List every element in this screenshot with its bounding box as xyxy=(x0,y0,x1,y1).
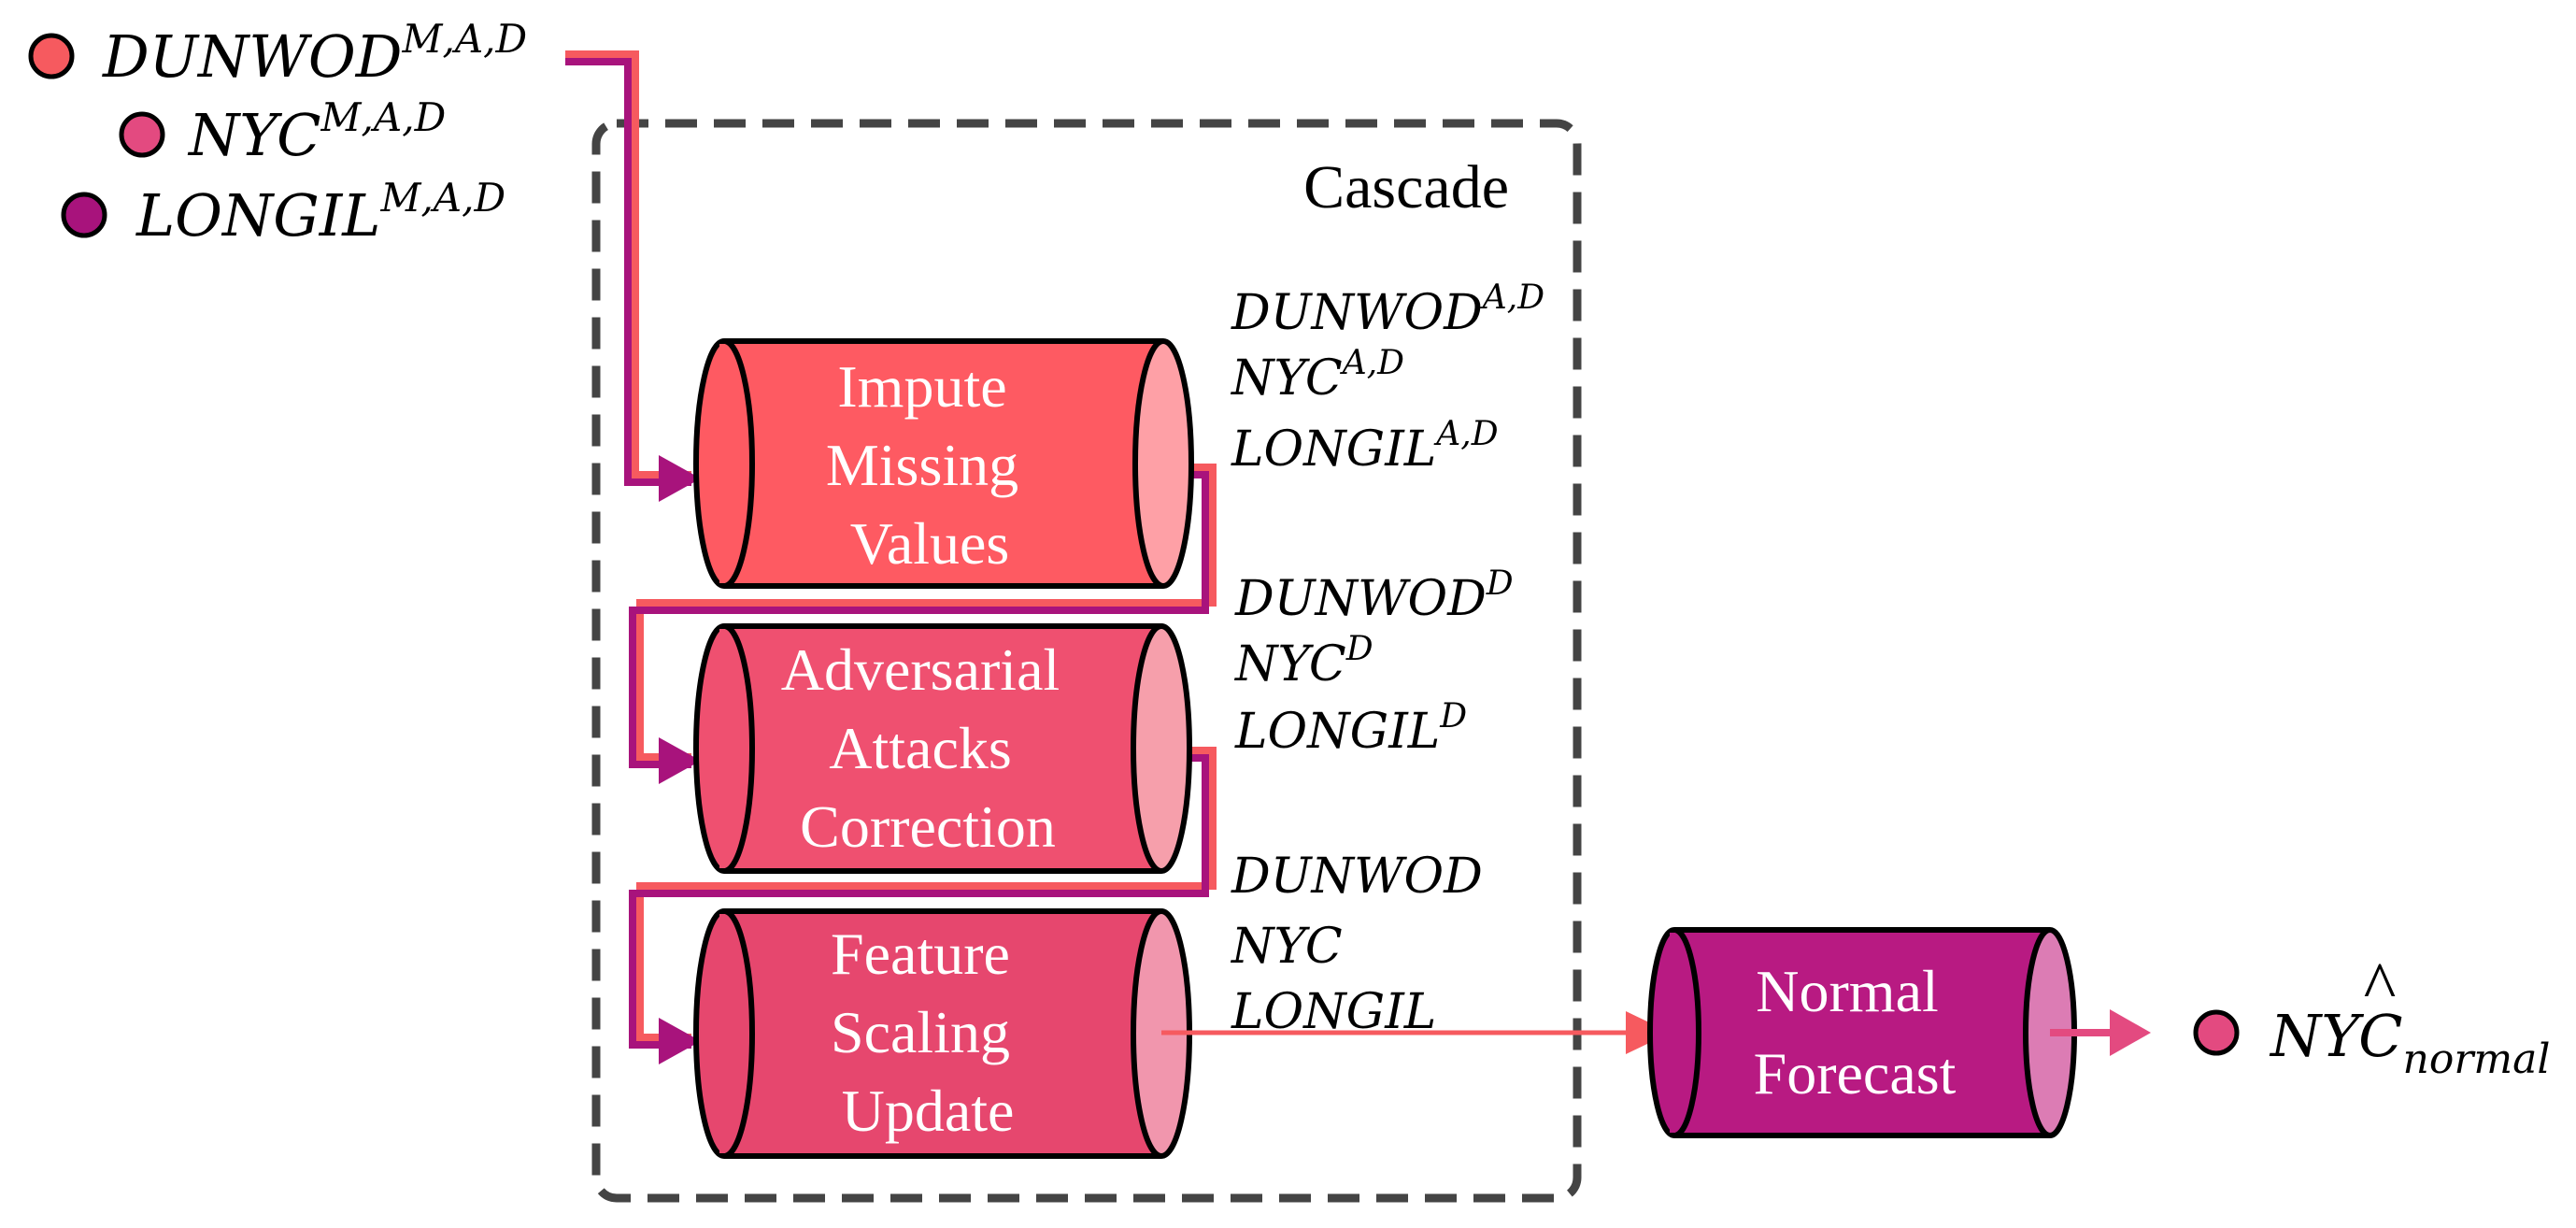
stage-3-body xyxy=(724,911,1161,1156)
stage-2-out-nyc: NYC xyxy=(1233,636,1346,693)
stage-impute-missing-values: Impute Missing Values xyxy=(693,338,1194,589)
input-legend: DUNWODM,A,D NYCM,A,D LONGILM,A,D xyxy=(28,16,527,250)
stage-2-line-1: Adversarial xyxy=(781,636,1060,703)
stage-2-line-3: Correction xyxy=(800,793,1056,860)
stage-1-line-3: Values xyxy=(850,510,1010,577)
svg-text:DUNWODM,A,D: DUNWODM,A,D xyxy=(102,16,527,91)
arrow-to-result xyxy=(2050,1009,2151,1056)
stage-3-line-3: Update xyxy=(842,1078,1015,1144)
svg-text:NYCD: NYCD xyxy=(1233,630,1373,693)
stage-1-out-longil: LONGIL xyxy=(1231,421,1436,478)
result-label: NYC xyxy=(2269,1002,2403,1070)
cascade-stages: Impute Missing Values Adversarial Attack… xyxy=(693,338,1194,1159)
connector-adversarial-to-scaling xyxy=(629,747,1217,1064)
stage-1-out-dunwod: DUNWOD xyxy=(1231,285,1483,341)
stage-3-out-dunwod: DUNWOD xyxy=(1231,849,1483,905)
svg-text:NYCnormal: NYCnormal xyxy=(2269,1002,2550,1083)
stage-1-body xyxy=(724,341,1163,586)
svg-text:LONGILA,D: LONGILA,D xyxy=(1231,415,1499,478)
legend-item-longil: LONGILM,A,D xyxy=(61,175,505,250)
dunwod-marker-icon xyxy=(28,33,75,79)
stage-1-right-cap xyxy=(1132,338,1194,589)
forecast-line-2: Forecast xyxy=(1754,1040,1957,1107)
legend-longil-sup: M,A,D xyxy=(379,175,505,221)
stage-feature-scaling-update: Feature Scaling Update xyxy=(693,908,1192,1159)
stage-3-line-1: Feature xyxy=(831,921,1010,987)
result-output: NYCnormal ^ xyxy=(2193,949,2550,1083)
stage-2-right-cap xyxy=(1131,623,1192,874)
svg-text:Normal Forecast: Normal Forecast xyxy=(1754,958,1957,1107)
svg-text:LONGILM,A,D: LONGILM,A,D xyxy=(135,175,505,250)
svg-text:NYCA,D: NYCA,D xyxy=(1230,344,1404,407)
stage-1-line-1: Impute xyxy=(837,353,1006,420)
forecast-line-1: Normal xyxy=(1756,958,1939,1024)
stage-2-outputs: DUNWODD NYCD LONGILD xyxy=(1233,564,1514,760)
svg-text:Adversarial Attacks: Adversarial Attacks Correction xyxy=(781,636,1075,860)
svg-text:DUNWODD: DUNWODD xyxy=(1234,564,1514,627)
legend-nyc-label: NYC xyxy=(187,101,321,169)
svg-text:NYCM,A,D: NYCM,A,D xyxy=(187,94,446,169)
stage-2-out-longil-sup: D xyxy=(1439,697,1467,735)
cascade-border xyxy=(591,119,1582,1203)
stage-1-out-longil-sup: A,D xyxy=(1433,415,1498,453)
result-marker-icon xyxy=(2193,1009,2240,1056)
svg-text:Feature Scaling: Feature Scaling Update xyxy=(831,921,1025,1144)
result-sub: normal xyxy=(2403,1035,2551,1083)
stage-adversarial-attacks-correction: Adversarial Attacks Correction xyxy=(693,623,1192,874)
stage-2-out-nyc-sup: D xyxy=(1345,630,1373,668)
stage-2-out-dunwod-sup: D xyxy=(1486,564,1514,603)
stage-3-outputs: DUNWOD NYC LONGIL xyxy=(1230,849,1483,1040)
nyc-marker-icon xyxy=(119,111,165,158)
legend-item-nyc: NYCM,A,D xyxy=(119,94,446,169)
stage-2-out-dunwod: DUNWOD xyxy=(1234,571,1487,627)
normal-forecast-stage: Normal Forecast xyxy=(1647,927,2077,1138)
legend-nyc-sup: M,A,D xyxy=(320,94,447,140)
longil-marker-icon xyxy=(61,192,107,238)
stage-2-body xyxy=(724,626,1161,871)
forecast-body xyxy=(1674,930,2050,1135)
legend-dunwod-label: DUNWOD xyxy=(102,22,402,91)
stage-2-line-2: Attacks xyxy=(829,715,1012,781)
svg-text:LONGILD: LONGILD xyxy=(1234,697,1467,760)
stage-3-out-nyc: NYC xyxy=(1230,919,1343,975)
connector-impute-to-adversarial xyxy=(629,464,1217,784)
stage-1-outputs: DUNWODA,D NYCA,D LONGILA,D xyxy=(1230,278,1544,478)
stage-1-line-2: Missing xyxy=(826,432,1018,498)
svg-text:Impute Missing: Impute Missing Values xyxy=(826,353,1033,577)
input-arrow xyxy=(565,50,701,502)
cascade-label: Cascade xyxy=(1303,153,1509,221)
legend-longil-label: LONGIL xyxy=(135,181,380,250)
result-hat: ^ xyxy=(2364,949,2397,1025)
legend-dunwod-sup: M,A,D xyxy=(401,16,527,62)
stage-1-out-nyc-sup: A,D xyxy=(1340,344,1404,382)
legend-item-dunwod: DUNWODM,A,D xyxy=(28,16,527,91)
svg-text:DUNWODA,D: DUNWODA,D xyxy=(1231,278,1544,341)
stage-1-out-dunwod-sup: A,D xyxy=(1480,278,1544,317)
stage-3-line-2: Scaling xyxy=(831,999,1010,1065)
stage-2-out-longil: LONGIL xyxy=(1234,704,1440,760)
cascade-box: Cascade xyxy=(591,119,1582,1203)
stage-1-out-nyc: NYC xyxy=(1230,350,1343,407)
